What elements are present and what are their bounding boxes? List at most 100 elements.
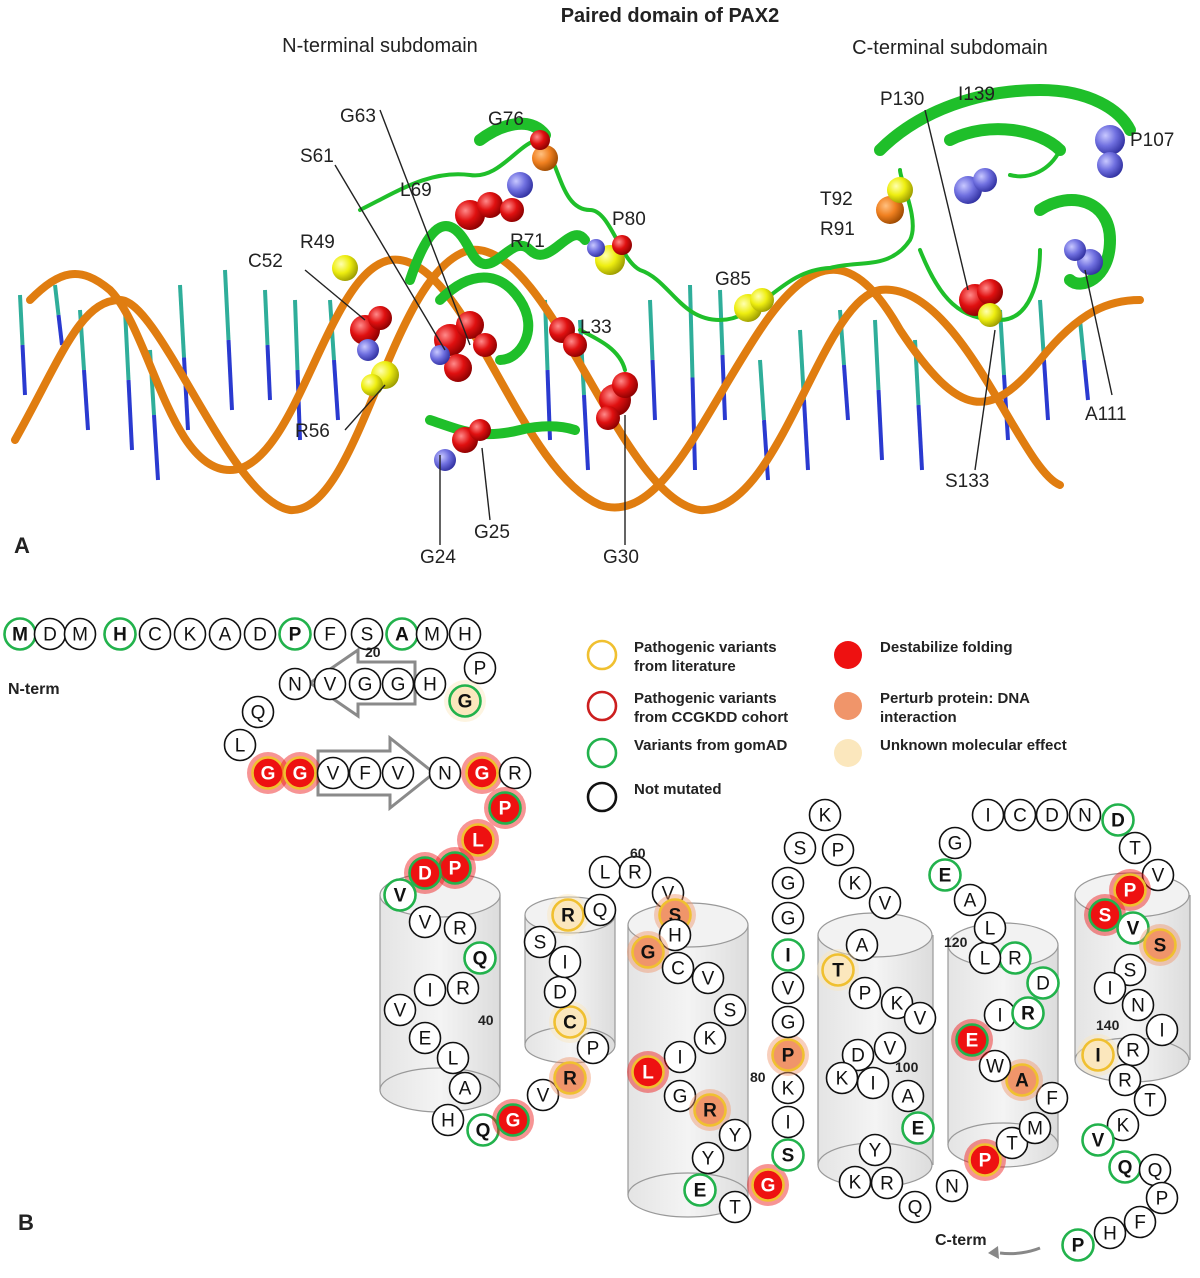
residue-letter: D	[43, 625, 57, 646]
residue-number-100: 100	[895, 1059, 919, 1075]
residue-letter: L	[600, 863, 611, 884]
residue-letter: V	[327, 764, 340, 785]
label-t92: T92	[820, 189, 853, 210]
residue-49: V	[526, 1078, 560, 1112]
residue-circle	[935, 1169, 969, 1203]
residue-circle	[383, 993, 417, 1027]
residue-circle	[138, 617, 172, 651]
residue-letter: G	[261, 764, 276, 785]
residue-circle	[658, 918, 692, 952]
residue-47: Q	[466, 1113, 500, 1147]
residue-letter: A	[902, 1087, 915, 1108]
dna-backbone-1	[11, 245, 1064, 515]
label-p107: P107	[1130, 130, 1174, 151]
residue-letter: T	[729, 1198, 741, 1219]
residue-circle	[771, 1071, 805, 1105]
residue-letter: N	[1078, 806, 1092, 827]
residue-circle	[313, 617, 347, 651]
residue-number-20: 20	[365, 644, 381, 660]
atom-sphere	[612, 372, 638, 398]
residue-letter: L	[472, 831, 484, 852]
atom-sphere	[1097, 152, 1123, 178]
residue-88: P	[821, 833, 855, 867]
residue-1: M	[3, 617, 37, 651]
residue-2: D	[33, 617, 67, 651]
residue-51: P	[576, 1031, 610, 1065]
legend-text: Unknown molecular effect	[880, 737, 1067, 754]
residue-circle	[1108, 1063, 1142, 1097]
residue-64: C	[661, 951, 695, 985]
residue-circle	[415, 617, 449, 651]
residue-circle	[1026, 966, 1060, 1000]
base-pair-half	[20, 344, 27, 396]
residue-circle	[783, 831, 817, 865]
residue-141: T	[1133, 1083, 1167, 1117]
residue-circle	[316, 756, 350, 790]
residue-letter: Y	[869, 1141, 882, 1162]
residue-circle	[880, 986, 914, 1020]
legend-text: Destabilize folding	[880, 639, 1013, 656]
residue-68: I	[663, 1040, 697, 1074]
residue-letter: G	[948, 834, 963, 855]
label-s133: S133	[945, 471, 989, 492]
residue-28: V	[381, 756, 415, 790]
residue-95: V	[903, 1001, 937, 1035]
residue-127: D	[1101, 803, 1135, 837]
residue-letter: K	[849, 1173, 862, 1194]
residue-circle	[868, 886, 902, 920]
label-g63: G63	[340, 106, 376, 127]
dna-backbone-2	[26, 255, 1144, 512]
residue-letter: K	[1117, 1116, 1130, 1137]
residue-letter: S	[782, 1146, 795, 1167]
residue-letter: V	[537, 1086, 550, 1107]
atom-sphere	[612, 235, 632, 255]
residue-number-60: 60	[630, 845, 646, 861]
residue-130: P	[1109, 869, 1151, 911]
base-pair-half	[718, 289, 725, 356]
residue-letter: K	[184, 625, 197, 646]
base-pair-half	[182, 357, 190, 431]
residue-63: G	[627, 931, 669, 973]
residue-circle	[431, 1103, 465, 1137]
residue-39: Q	[463, 941, 497, 975]
residue-letter: M	[12, 625, 28, 646]
residue-letter: I	[785, 1113, 790, 1134]
residue-letter: T	[1006, 1134, 1018, 1155]
residue-38: R	[443, 911, 477, 945]
residue-circle	[995, 1126, 1029, 1160]
residue-139: I	[1077, 1034, 1119, 1076]
residue-circle	[576, 1031, 610, 1065]
residue-94: K	[880, 986, 914, 1020]
residue-16: G	[444, 680, 486, 722]
residue-letter: R	[456, 979, 470, 1000]
residue-79: K	[771, 1071, 805, 1105]
residue-circle	[718, 1118, 752, 1152]
residue-letter: M	[72, 625, 88, 646]
atom-sphere	[596, 406, 620, 430]
residue-27: F	[348, 756, 382, 790]
residue-circle	[583, 893, 617, 927]
residue-circle	[448, 617, 482, 651]
residue-circle	[381, 756, 415, 790]
residue-57: Q	[583, 893, 617, 927]
residue-letter: V	[1092, 1131, 1105, 1152]
residue-circle	[1068, 798, 1102, 832]
residue-letter: Q	[908, 1198, 923, 1219]
residue-letter: R	[508, 764, 522, 785]
residue-circle	[1118, 831, 1152, 865]
residue-132: V	[1116, 911, 1150, 945]
residue-letter: S	[794, 839, 807, 860]
atom-sphere	[876, 196, 904, 224]
residue-circle	[955, 1023, 989, 1057]
atom-sphere	[750, 288, 774, 312]
residue-105: Q	[898, 1190, 932, 1224]
base-pair-half	[82, 369, 90, 431]
residue-146: P	[1145, 1181, 1179, 1215]
residue-12: A	[385, 617, 419, 651]
residue-spheres	[332, 125, 1125, 471]
residue-circle	[841, 1038, 875, 1072]
residue-letter: V	[324, 675, 337, 696]
